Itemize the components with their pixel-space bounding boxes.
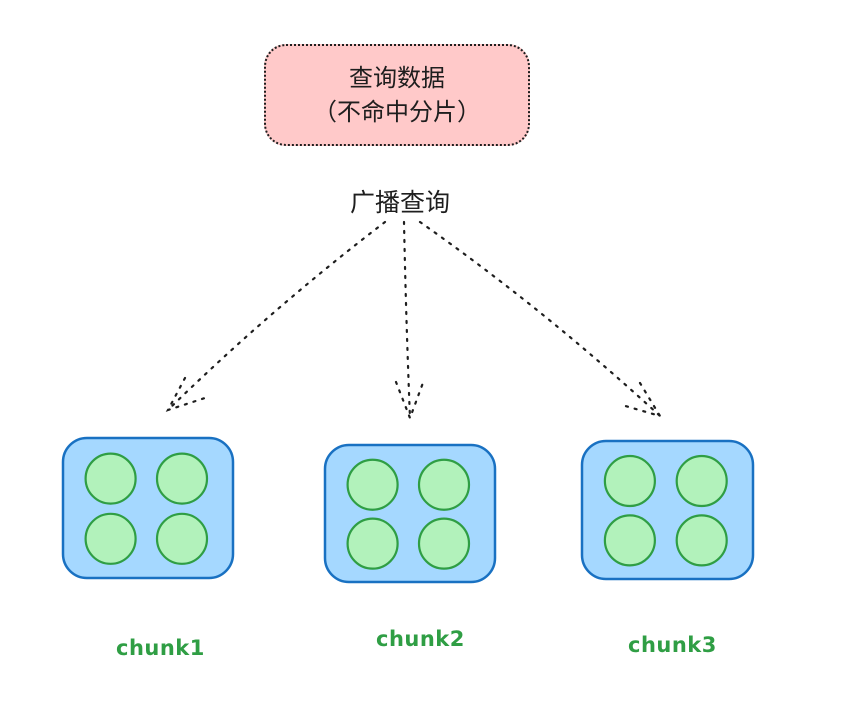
shard-circle (346, 458, 399, 511)
arrows-group (165, 220, 663, 422)
chunk1-label: chunk1 (116, 636, 205, 660)
arrow-to-chunk2 (394, 220, 426, 422)
chunk1-box (61, 436, 235, 580)
chunk3-label: chunk3 (628, 633, 717, 657)
shard-circle (603, 454, 656, 508)
shard-circle (84, 512, 137, 565)
chunks-group (61, 436, 755, 584)
shard-circle (155, 512, 209, 565)
query-data-box: 查询数据 （不命中分片） (264, 44, 530, 146)
arrow-to-chunk3 (418, 220, 663, 418)
query-box-title: 查询数据 (349, 64, 445, 92)
arrow-shaft (166, 220, 387, 412)
shard-circle (417, 517, 471, 570)
shard-circle (675, 454, 728, 508)
arrow-to-chunk1 (165, 220, 387, 412)
shard-circle (84, 452, 137, 505)
arrow-shaft (418, 220, 662, 418)
chunk2-container (323, 443, 497, 584)
arrow-shaft (402, 220, 412, 420)
shard-circle (417, 458, 471, 511)
shard-circle (346, 517, 399, 570)
shard-circle (155, 452, 209, 505)
query-box-subtitle: （不命中分片） (313, 98, 481, 126)
shard-circle (603, 514, 656, 567)
chunk1-container (61, 436, 235, 580)
chunk3-box (580, 439, 755, 581)
chunk2-label: chunk2 (376, 627, 465, 651)
arrow-head (620, 381, 663, 418)
chunk3-container (580, 439, 755, 581)
arrow-head (165, 376, 207, 412)
arrow-head (394, 378, 426, 422)
chunk2-box (323, 443, 497, 584)
broadcast-query-label: 广播查询 (350, 188, 451, 217)
shard-circle (675, 514, 728, 567)
